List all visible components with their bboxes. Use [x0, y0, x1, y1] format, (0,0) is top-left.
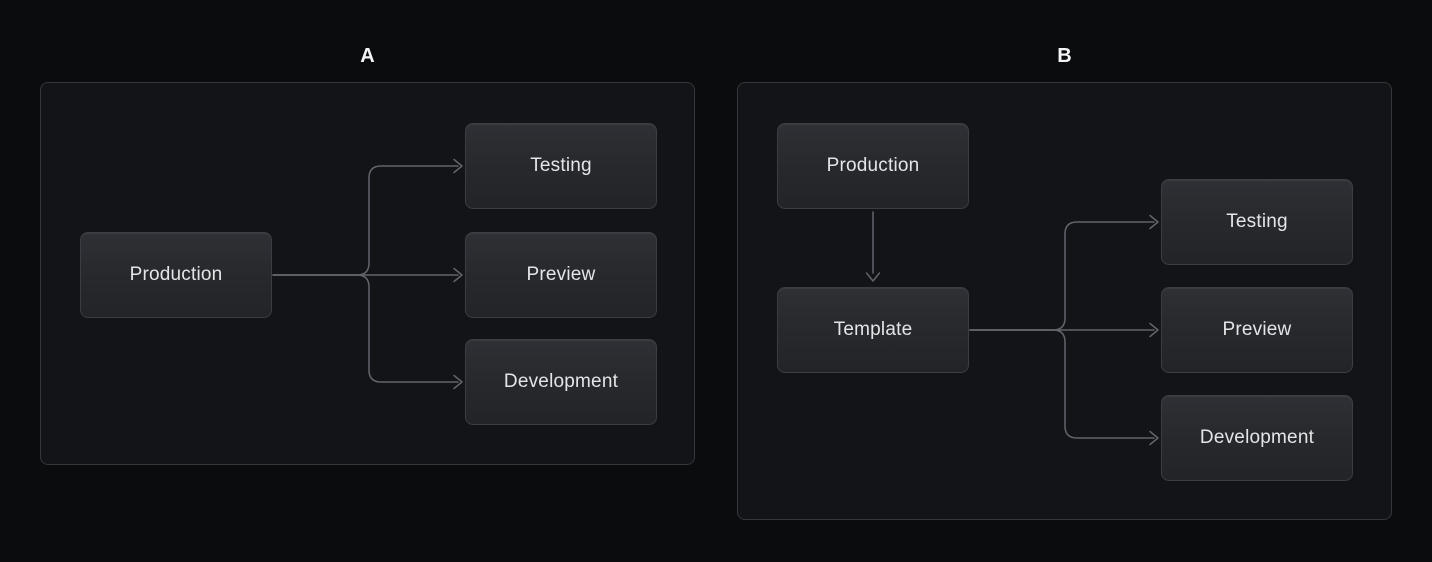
edge-template-testing: [969, 214, 1159, 331]
panel-a-box: Production Testing Preview Development: [40, 82, 695, 465]
node-label: Preview: [526, 264, 596, 285]
node-label: Production: [129, 264, 223, 285]
node-testing: Testing: [1161, 179, 1353, 265]
node-development: Development: [465, 339, 657, 425]
arrowhead-icon: [1149, 322, 1159, 338]
edge-production-preview: [272, 267, 463, 283]
node-label: Development: [1199, 427, 1315, 448]
node-label: Production: [826, 155, 920, 176]
node-label: Testing: [1226, 211, 1288, 232]
edge-template-preview: [969, 322, 1159, 338]
arrowhead-icon: [453, 158, 463, 174]
arrowhead-icon: [453, 267, 463, 283]
arrowhead-icon: [1149, 214, 1159, 230]
node-template: Template: [777, 287, 969, 373]
panel-b-label: B: [1057, 45, 1072, 67]
edge-production-testing: [272, 158, 463, 276]
panel-b-box: Production Template Testing Preview Deve…: [737, 82, 1392, 520]
panel-a-label: A: [360, 45, 375, 67]
arrowhead-icon: [453, 374, 463, 390]
arrowhead-icon: [1149, 430, 1159, 446]
node-preview: Preview: [465, 232, 657, 318]
node-preview: Preview: [1161, 287, 1353, 373]
node-production: Production: [777, 123, 969, 209]
node-label: Template: [833, 319, 913, 340]
edge-production-development: [272, 274, 463, 390]
panel-b: B: [737, 44, 1392, 520]
arrowhead-icon: [865, 272, 881, 282]
node-label: Preview: [1222, 319, 1292, 340]
node-production: Production: [80, 232, 272, 318]
node-label: Testing: [530, 155, 592, 176]
panel-a: A Production: [40, 44, 695, 465]
node-label: Development: [503, 371, 619, 392]
edge-production-template: [865, 211, 881, 282]
node-development: Development: [1161, 395, 1353, 481]
node-testing: Testing: [465, 123, 657, 209]
edge-template-development: [969, 329, 1159, 446]
